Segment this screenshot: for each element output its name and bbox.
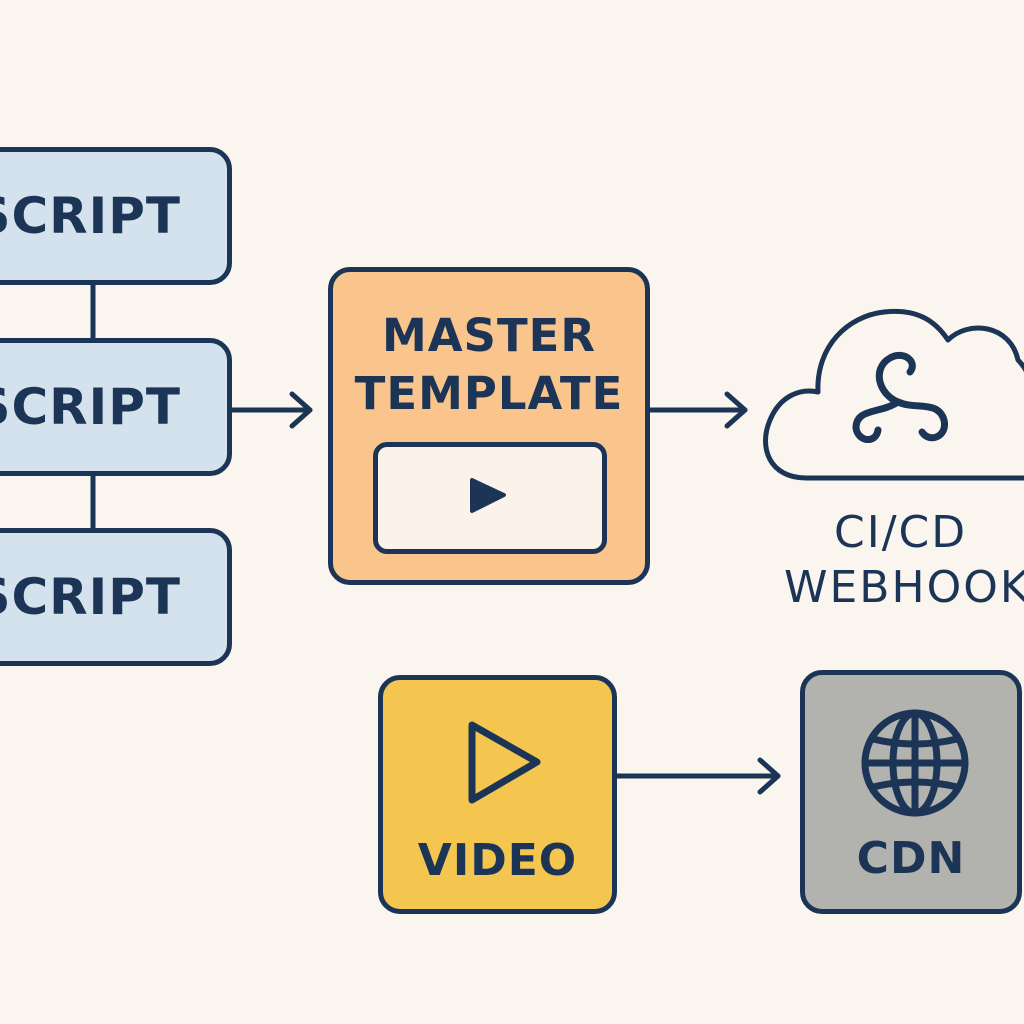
script-label: SCRIPT (0, 187, 181, 245)
script-box: SCRIPT (0, 338, 232, 476)
triskelion-icon (852, 351, 949, 443)
master-template-title-line1: MASTER (381, 309, 597, 362)
ci-cd-label: CI/CD (834, 507, 968, 558)
script-box: SCRIPT (0, 528, 232, 666)
master-template-title-line2: TEMPLATE (354, 367, 624, 420)
video-label: VIDEO (417, 835, 578, 886)
video-preview-frame (373, 442, 607, 554)
play-icon (470, 478, 506, 513)
script-label: SCRIPT (0, 568, 181, 626)
script-label: SCRIPT (0, 378, 181, 436)
play-icon (468, 721, 541, 804)
script-box: SCRIPT (0, 147, 232, 285)
webhook-label: WEBHOOK (784, 562, 1024, 613)
arrow-video-to-cdn (614, 757, 781, 795)
cloud-icon (763, 308, 1024, 481)
arrow-scripts-to-template (229, 391, 313, 429)
video-box: VIDEO (378, 675, 617, 914)
master-template-box: MASTER TEMPLATE (328, 267, 650, 585)
cdn-box: CDN (800, 670, 1022, 914)
globe-icon (861, 709, 969, 817)
arrow-template-to-cloud (647, 391, 748, 429)
cdn-label: CDN (856, 833, 966, 884)
